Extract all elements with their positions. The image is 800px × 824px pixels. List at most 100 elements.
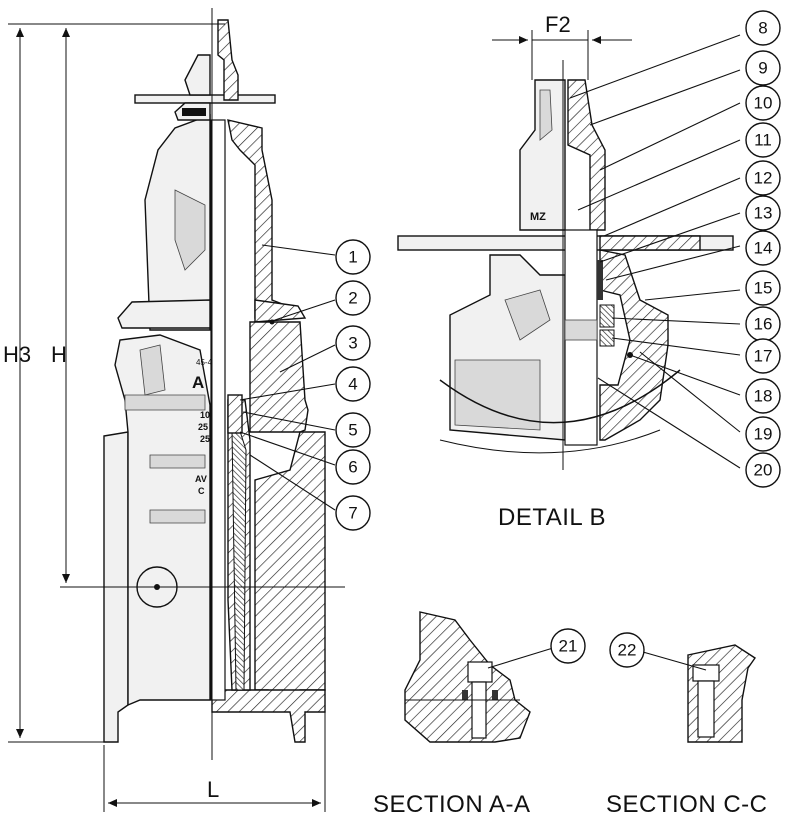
- svg-text:11: 11: [754, 131, 772, 150]
- callout-18: 18: [745, 378, 781, 414]
- handwheel-section: [599, 235, 701, 251]
- bonnet-flange-left: [117, 299, 211, 329]
- stem: [210, 119, 226, 701]
- svg-text:4: 4: [348, 375, 357, 394]
- callout-7: 7: [335, 495, 371, 531]
- callout-8: 8: [745, 10, 781, 46]
- cap-marking: MZ: [530, 211, 546, 223]
- handwheel: [134, 94, 276, 104]
- callout-1: 1: [335, 239, 371, 275]
- body-section-upper: [249, 321, 309, 433]
- svg-text:18: 18: [754, 387, 773, 406]
- callout-4: 4: [335, 366, 371, 402]
- detail-bonnet-section: [599, 249, 669, 441]
- callout-14: 14: [745, 230, 781, 266]
- leader-19: [639, 351, 741, 433]
- h-label: H: [51, 342, 67, 367]
- section-cc-caption: SECTION C-C: [606, 791, 768, 818]
- leader-5: [242, 411, 336, 431]
- leader-11: [577, 139, 741, 211]
- detail-boundary-arc: [439, 369, 681, 424]
- callout-9: 9: [745, 50, 781, 86]
- body-line-3: 25: [200, 434, 210, 444]
- leader-18: [629, 354, 741, 396]
- svg-text:3: 3: [348, 334, 357, 353]
- bonnet-rib: [174, 189, 206, 271]
- seal-13: [597, 260, 603, 300]
- svg-text:14: 14: [754, 239, 773, 258]
- cap-left: [519, 79, 566, 231]
- svg-text:12: 12: [754, 169, 773, 188]
- body-line-2: 25: [198, 422, 208, 432]
- leader-14: [605, 245, 741, 281]
- leader-21: [487, 647, 554, 669]
- dimension-lines: H3 H L: [3, 23, 326, 812]
- callout-19: 19: [745, 416, 781, 452]
- logo-mark: A: [192, 373, 204, 392]
- leader-12: [603, 177, 741, 237]
- callout-bubbles: 1 2 3 4 5 6 7 8 9 10 11 12 13 14 15 16 1…: [335, 10, 781, 668]
- leader-22: [642, 651, 707, 671]
- rib-2: [149, 454, 206, 469]
- svg-text:20: 20: [754, 461, 773, 480]
- h3-label: H3: [3, 342, 31, 367]
- leaders: [239, 34, 741, 671]
- leader-4: [239, 383, 336, 401]
- svg-text:15: 15: [754, 279, 773, 298]
- rib-3: [149, 509, 206, 524]
- svg-text:5: 5: [348, 421, 357, 440]
- callout-22: 22: [609, 632, 645, 668]
- detail-bonnet-shading: [504, 289, 551, 341]
- leader-9: [589, 69, 741, 126]
- callout-21: 21: [550, 628, 586, 664]
- leader-3: [279, 344, 336, 373]
- callout-13: 13: [745, 195, 781, 231]
- leader-17: [611, 337, 741, 356]
- seal-aa-right: [492, 690, 498, 700]
- svg-text:19: 19: [754, 425, 773, 444]
- packing-16: [599, 304, 615, 328]
- svg-text:9: 9: [758, 59, 767, 78]
- detail-body-shading: [454, 359, 541, 431]
- leader-8: [569, 34, 741, 99]
- bonnet-section: [227, 119, 292, 319]
- packing-17: [599, 329, 615, 347]
- leader-15: [644, 289, 741, 301]
- cap-shading: [539, 89, 553, 141]
- callout-5: 5: [335, 412, 371, 448]
- leader-7: [249, 454, 336, 511]
- callout-15: 15: [745, 270, 781, 306]
- svg-text:22: 22: [618, 641, 637, 660]
- stem-nut: [227, 394, 243, 434]
- body-line-1: 10: [200, 410, 210, 420]
- section-aa-caption: SECTION A-A: [373, 791, 531, 818]
- callout-3: 3: [335, 325, 371, 361]
- svg-text:8: 8: [758, 19, 767, 38]
- leader-1: [261, 244, 336, 256]
- body-line-5: C: [198, 486, 205, 496]
- body-line-4: AV: [195, 474, 207, 484]
- svg-text:17: 17: [754, 347, 773, 366]
- leader-13: [599, 212, 741, 263]
- svg-text:1: 1: [348, 248, 357, 267]
- svg-text:6: 6: [348, 458, 357, 477]
- bonnet-code-label: 45-4: [196, 358, 213, 367]
- callout-10: 10: [745, 85, 781, 121]
- callout-16: 16: [745, 306, 781, 342]
- leader-6: [239, 431, 336, 466]
- callout-6: 6: [335, 449, 371, 485]
- callout-12: 12: [745, 160, 781, 196]
- screw-head-21: [467, 661, 493, 683]
- screw-shank-21: [471, 681, 487, 739]
- svg-text:7: 7: [348, 504, 357, 523]
- stem-cap-section: [217, 19, 239, 101]
- body-section-lower-right: [254, 431, 326, 703]
- svg-text:13: 13: [754, 204, 773, 223]
- cap-section: [567, 79, 606, 231]
- stem-cap-left: [184, 54, 211, 96]
- detail-b-view: F2 MZ DETAIL B: [397, 12, 734, 531]
- svg-text:10: 10: [754, 94, 773, 113]
- detail-boundary: [439, 429, 661, 454]
- detail-b-caption: DETAIL B: [498, 504, 606, 531]
- seal-aa-left: [462, 690, 468, 700]
